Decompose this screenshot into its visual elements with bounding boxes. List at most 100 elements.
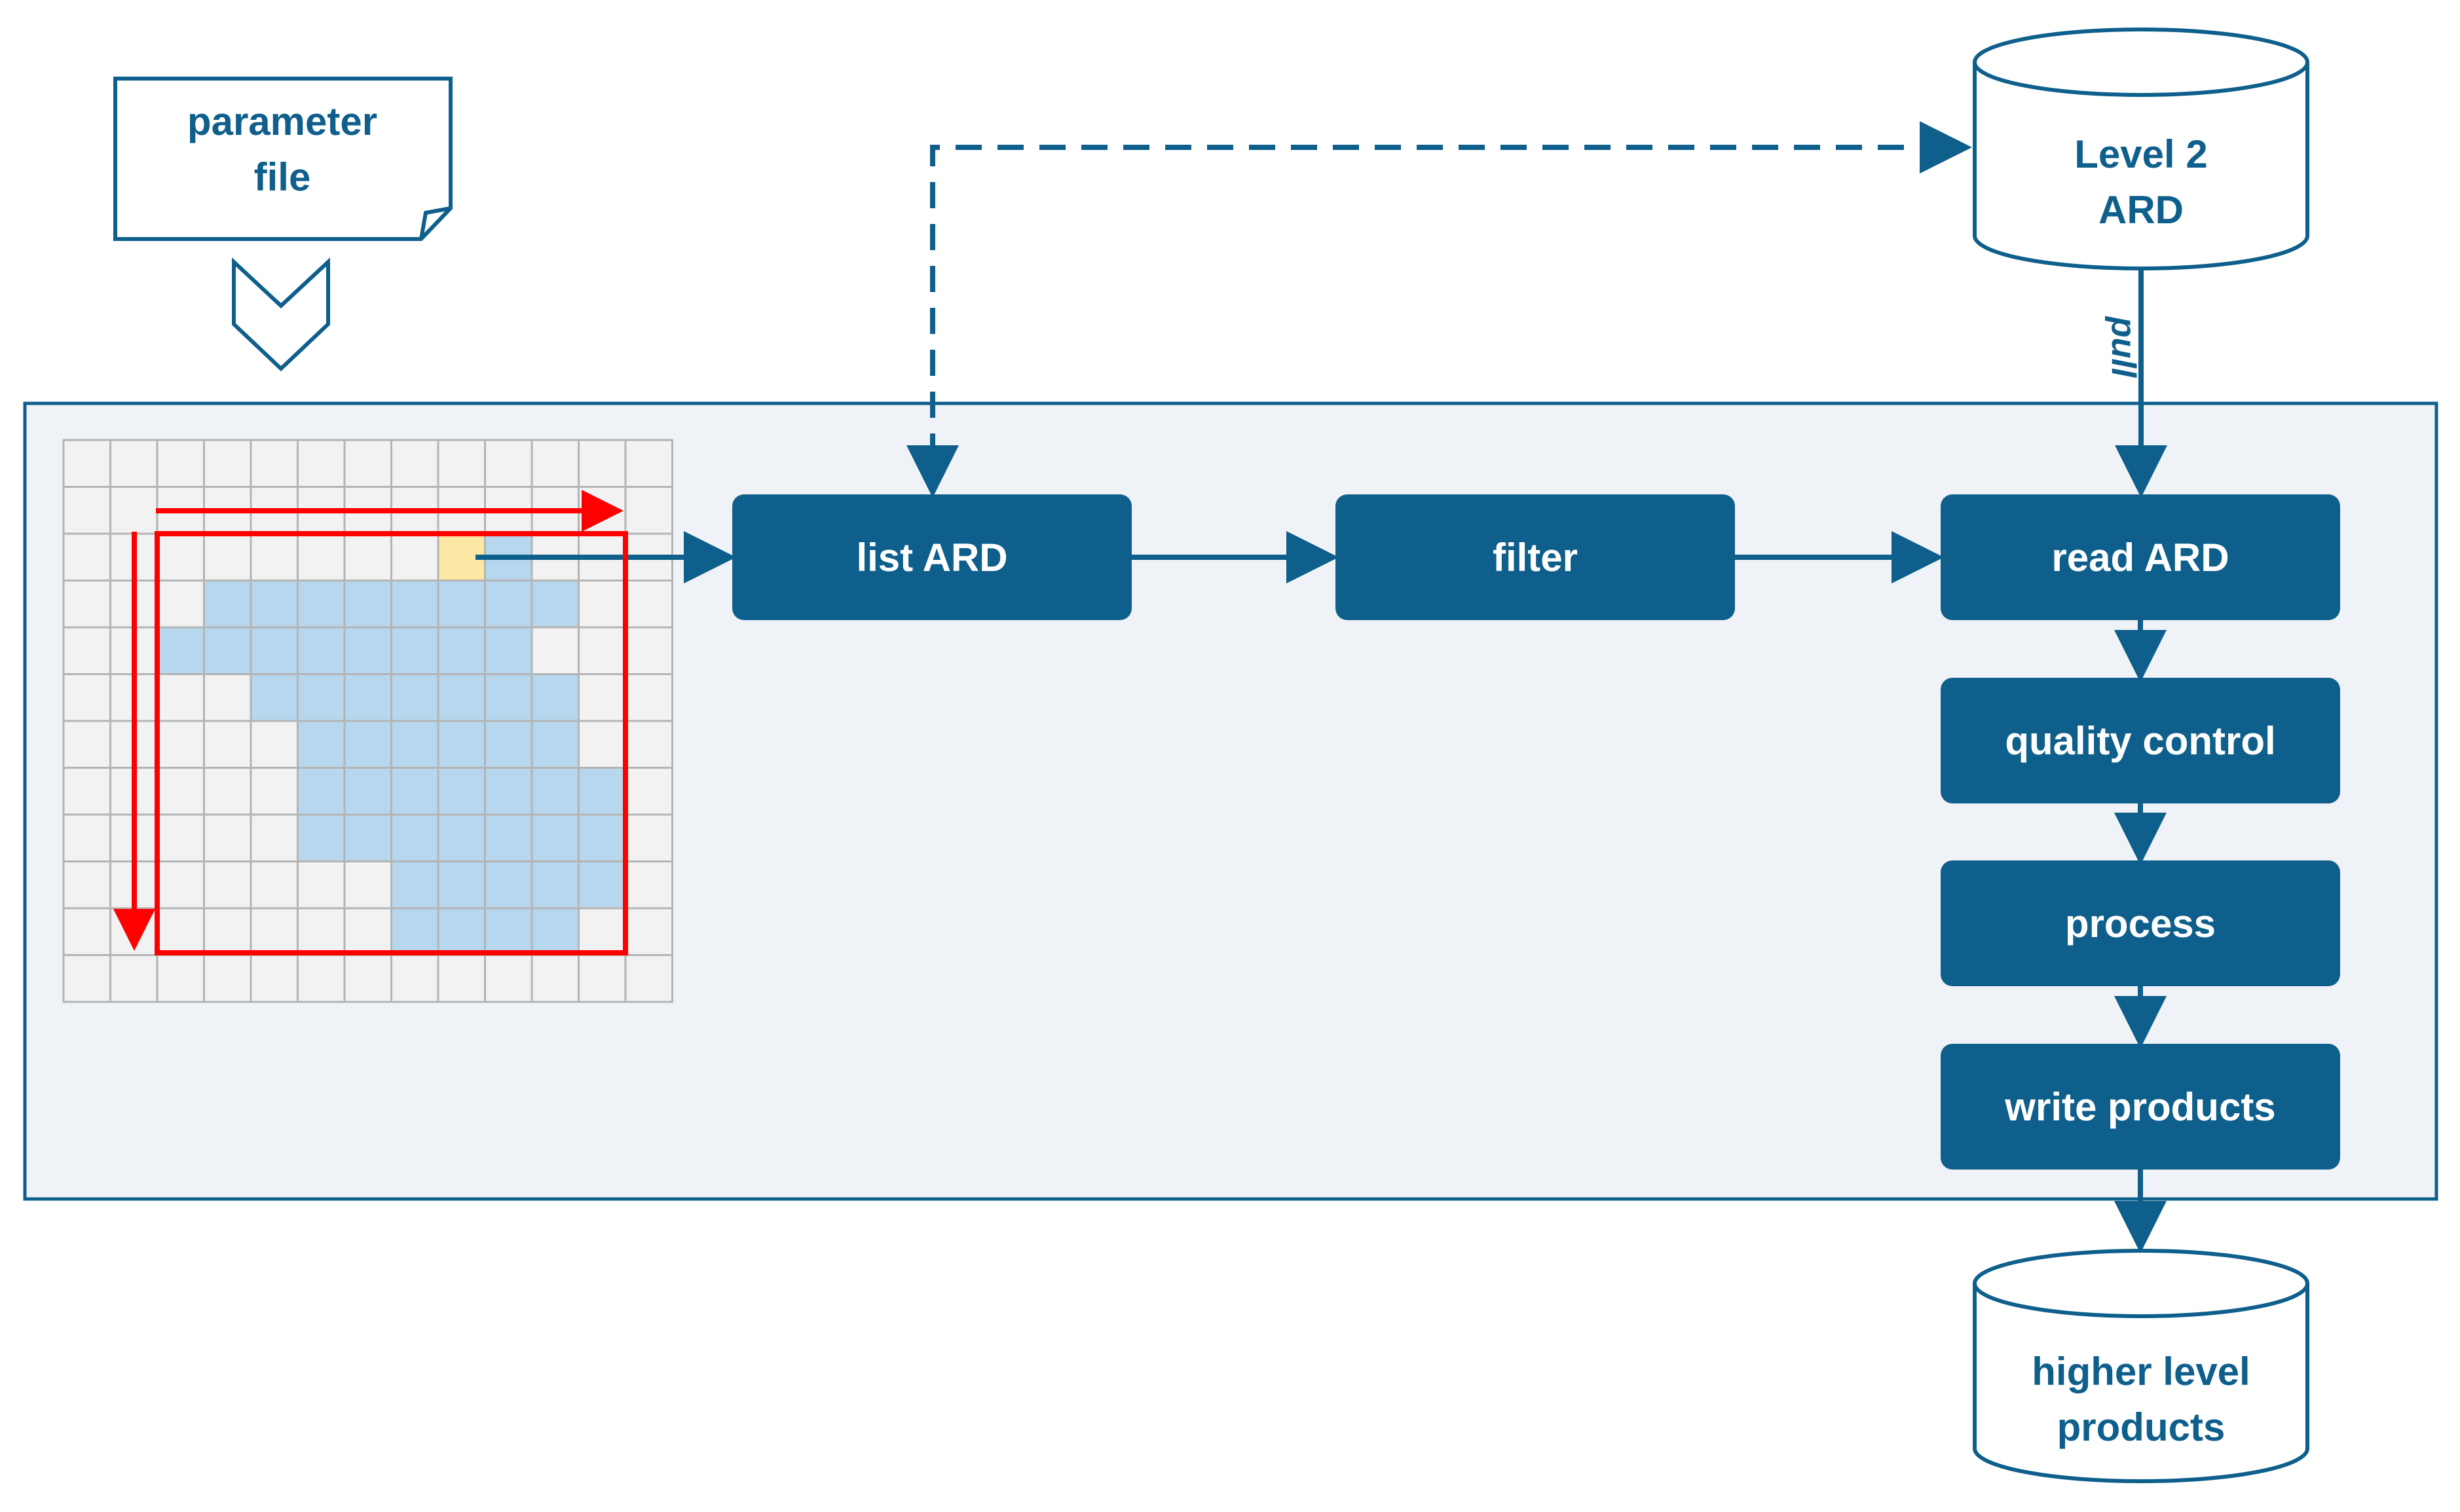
grid-tile-data bbox=[531, 673, 580, 722]
processing-extent-box bbox=[155, 531, 628, 955]
grid-tile bbox=[156, 907, 205, 956]
grid-tile-data bbox=[250, 580, 299, 629]
grid-tile bbox=[578, 673, 627, 722]
step-read-ard: read ARD bbox=[1941, 494, 2340, 620]
grid-tile bbox=[62, 486, 111, 535]
grid-tile bbox=[62, 907, 111, 956]
grid-tile bbox=[578, 907, 627, 956]
step-list-ard-label: list ARD bbox=[856, 536, 1007, 580]
grid-tile-data bbox=[390, 860, 439, 910]
grid-tile bbox=[109, 954, 158, 1003]
grid-tile bbox=[484, 439, 533, 488]
grid-tile bbox=[250, 532, 299, 581]
grid-tile-data bbox=[531, 860, 580, 910]
grid-tile-data bbox=[343, 720, 392, 769]
grid-tile-data bbox=[437, 626, 486, 675]
higher-level-products-label-line2: products bbox=[2057, 1405, 2226, 1449]
grid-tile bbox=[203, 673, 252, 722]
parameter-file-label-line1: parameter bbox=[187, 100, 377, 143]
grid-tile bbox=[203, 532, 252, 581]
grid-tile bbox=[203, 954, 252, 1003]
grid-tile-data bbox=[484, 626, 533, 675]
grid-tile-data bbox=[437, 813, 486, 862]
grid-tile bbox=[531, 626, 580, 675]
grid-tile-data bbox=[297, 673, 346, 722]
grid-tile bbox=[250, 720, 299, 769]
grid-tile bbox=[624, 486, 673, 535]
grid-tile-data bbox=[390, 767, 439, 816]
grid-tile bbox=[156, 532, 205, 581]
grid-tile-data bbox=[250, 626, 299, 675]
step-process-label: process bbox=[2065, 902, 2216, 946]
grid-tile-data bbox=[437, 673, 486, 722]
grid-tile bbox=[203, 720, 252, 769]
grid-tile bbox=[343, 954, 392, 1003]
grid-tile-data bbox=[437, 907, 486, 956]
grid-tile-data bbox=[437, 580, 486, 629]
grid-tile bbox=[297, 439, 346, 488]
parameter-file-document: parameter file bbox=[113, 77, 453, 241]
grid-tile-data bbox=[297, 767, 346, 816]
grid-tile-data bbox=[531, 720, 580, 769]
grid-tile bbox=[62, 720, 111, 769]
grid-tile bbox=[250, 767, 299, 816]
grid-tile bbox=[203, 813, 252, 862]
grid-tile bbox=[624, 626, 673, 675]
grid-tile-data bbox=[437, 720, 486, 769]
grid-tile-data bbox=[531, 907, 580, 956]
grid-tile-data bbox=[484, 860, 533, 910]
grid-tile bbox=[624, 439, 673, 488]
grid-tile-data bbox=[343, 626, 392, 675]
grid-tile bbox=[156, 954, 205, 1003]
grid-tile-data bbox=[484, 580, 533, 629]
grid-tile bbox=[156, 813, 205, 862]
grid-tile bbox=[624, 954, 673, 1003]
grid-tile-data bbox=[390, 580, 439, 629]
grid-tile-data bbox=[437, 860, 486, 910]
grid-tile bbox=[250, 954, 299, 1003]
chevron-down-icon bbox=[232, 257, 330, 372]
grid-tile bbox=[250, 907, 299, 956]
grid-tile bbox=[62, 626, 111, 675]
grid-tile-data bbox=[297, 720, 346, 769]
grid-tile bbox=[624, 860, 673, 910]
step-quality-control: quality control bbox=[1941, 678, 2340, 803]
step-filter-label: filter bbox=[1493, 536, 1578, 580]
grid-tile-data bbox=[484, 720, 533, 769]
grid-tile bbox=[484, 954, 533, 1003]
grid-tile bbox=[156, 439, 205, 488]
step-filter: filter bbox=[1335, 494, 1735, 620]
grid-tile bbox=[62, 580, 111, 629]
grid-tile-data bbox=[343, 580, 392, 629]
grid-tile-data bbox=[343, 673, 392, 722]
grid-tile bbox=[156, 767, 205, 816]
grid-tile bbox=[109, 486, 158, 535]
grid-tile-data bbox=[297, 813, 346, 862]
step-process: process bbox=[1941, 860, 2340, 986]
grid-tile-data bbox=[250, 673, 299, 722]
grid-tile-data bbox=[484, 813, 533, 862]
grid-tile bbox=[62, 860, 111, 910]
level2-ard-label-line1: Level 2 bbox=[2074, 132, 2207, 176]
grid-tile bbox=[437, 439, 486, 488]
grid-tile bbox=[343, 860, 392, 910]
step-quality-control-label: quality control bbox=[2005, 719, 2275, 763]
step-read-ard-label: read ARD bbox=[2051, 536, 2229, 580]
step-write-products-label: write products bbox=[2004, 1085, 2275, 1129]
grid-tile bbox=[203, 767, 252, 816]
grid-tile bbox=[297, 860, 346, 910]
grid-tile bbox=[343, 532, 392, 581]
grid-tile-data bbox=[390, 907, 439, 956]
dashed-arrow-query-to-level2 bbox=[930, 121, 1972, 460]
grid-tile bbox=[578, 720, 627, 769]
grid-tile-data bbox=[156, 626, 205, 675]
grid-tile bbox=[437, 954, 486, 1003]
grid-tile bbox=[297, 954, 346, 1003]
grid-tile-data bbox=[484, 767, 533, 816]
grid-tile-data bbox=[203, 580, 252, 629]
higher-level-products-database: higher level products bbox=[1973, 1249, 2309, 1483]
grid-tile bbox=[62, 767, 111, 816]
grid-tile-data bbox=[203, 626, 252, 675]
level2-ard-label-line2: ARD bbox=[2098, 188, 2184, 232]
grid-tile bbox=[109, 439, 158, 488]
